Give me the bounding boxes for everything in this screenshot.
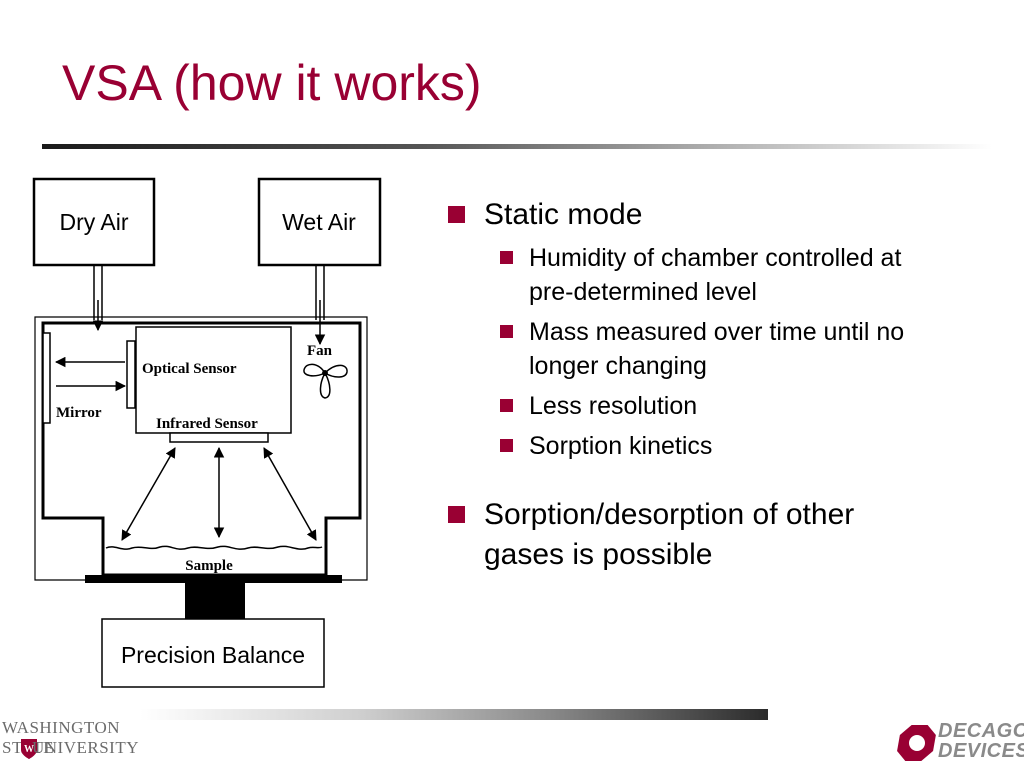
sample-label: Sample (185, 558, 233, 574)
bullet-list: Static mode Humidity of chamber controll… (448, 195, 988, 575)
precision-balance-label: Precision Balance (121, 642, 305, 668)
sub-bullet-text: Mass measured over time until no longer … (529, 318, 905, 380)
slide-title: VSA (how it works) (62, 55, 482, 111)
bullet-square (500, 325, 513, 338)
decagon-icon (897, 725, 936, 761)
wet-air-box (257, 177, 382, 267)
footer-divider (140, 709, 768, 720)
decagon-name-line2: DEVICES (938, 740, 1024, 762)
sub-bullet-text: Humidity of chamber controlled at pre-de… (529, 244, 902, 306)
precision-balance-box (101, 618, 325, 688)
svg-text:W: W (24, 744, 34, 755)
bullet-square (448, 206, 465, 223)
ir-arrow-left (121, 447, 176, 541)
fan-label: Fan (307, 343, 333, 359)
bullet-square (500, 251, 513, 264)
balance-platform (85, 575, 342, 583)
bullet-text: Sorption/desorption of other gases is po… (484, 498, 855, 571)
ir-arrow-right (263, 447, 317, 541)
sample-surface (105, 545, 323, 550)
bullet-square (500, 439, 513, 452)
bullet-sorption: Sorption/desorption of other gases is po… (448, 495, 988, 575)
decagon-devices-logo: DECAGON DEVICES (896, 718, 1024, 766)
wsu-name-line2: UNIVERSITY (32, 738, 139, 757)
dry-air-tube (93, 265, 103, 320)
sensor-housing (135, 326, 292, 434)
sub-bullet-resolution: Less resolution (500, 389, 988, 423)
wet-air-tube (315, 265, 325, 320)
sub-bullet-text: Less resolution (529, 392, 698, 420)
mirror (42, 332, 51, 424)
optical-sensor-label: Optical Sensor (142, 361, 237, 377)
dry-air-box (32, 177, 156, 267)
infrared-sensor-label: Infrared Sensor (156, 416, 258, 432)
sub-bullet-mass: Mass measured over time until no longer … (500, 315, 988, 383)
wsu-logo: WASHINGTON STATE W UNIVERSITY (2, 716, 142, 766)
sub-bullet-text: Sorption kinetics (529, 432, 713, 460)
chamber-outer-wall (34, 316, 368, 581)
balance-post (185, 583, 245, 619)
sub-bullet-kinetics: Sorption kinetics (500, 429, 988, 463)
bullet-square (500, 399, 513, 412)
bullet-square (448, 506, 465, 523)
mirror-label: Mirror (56, 405, 102, 421)
wsu-shield-icon: W (21, 739, 37, 759)
title-divider (42, 144, 992, 149)
bullet-static-mode: Static mode (448, 195, 988, 235)
dry-air-label: Dry Air (60, 209, 129, 235)
bullet-text: Static mode (484, 198, 643, 231)
optical-sensor-bracket (126, 340, 136, 409)
sub-bullet-humidity: Humidity of chamber controlled at pre-de… (500, 241, 988, 309)
wet-air-label: Wet Air (282, 209, 356, 235)
infrared-sensor (169, 432, 269, 443)
decagon-name-line1: DECAGON (938, 720, 1024, 742)
fan-icon (303, 363, 348, 399)
